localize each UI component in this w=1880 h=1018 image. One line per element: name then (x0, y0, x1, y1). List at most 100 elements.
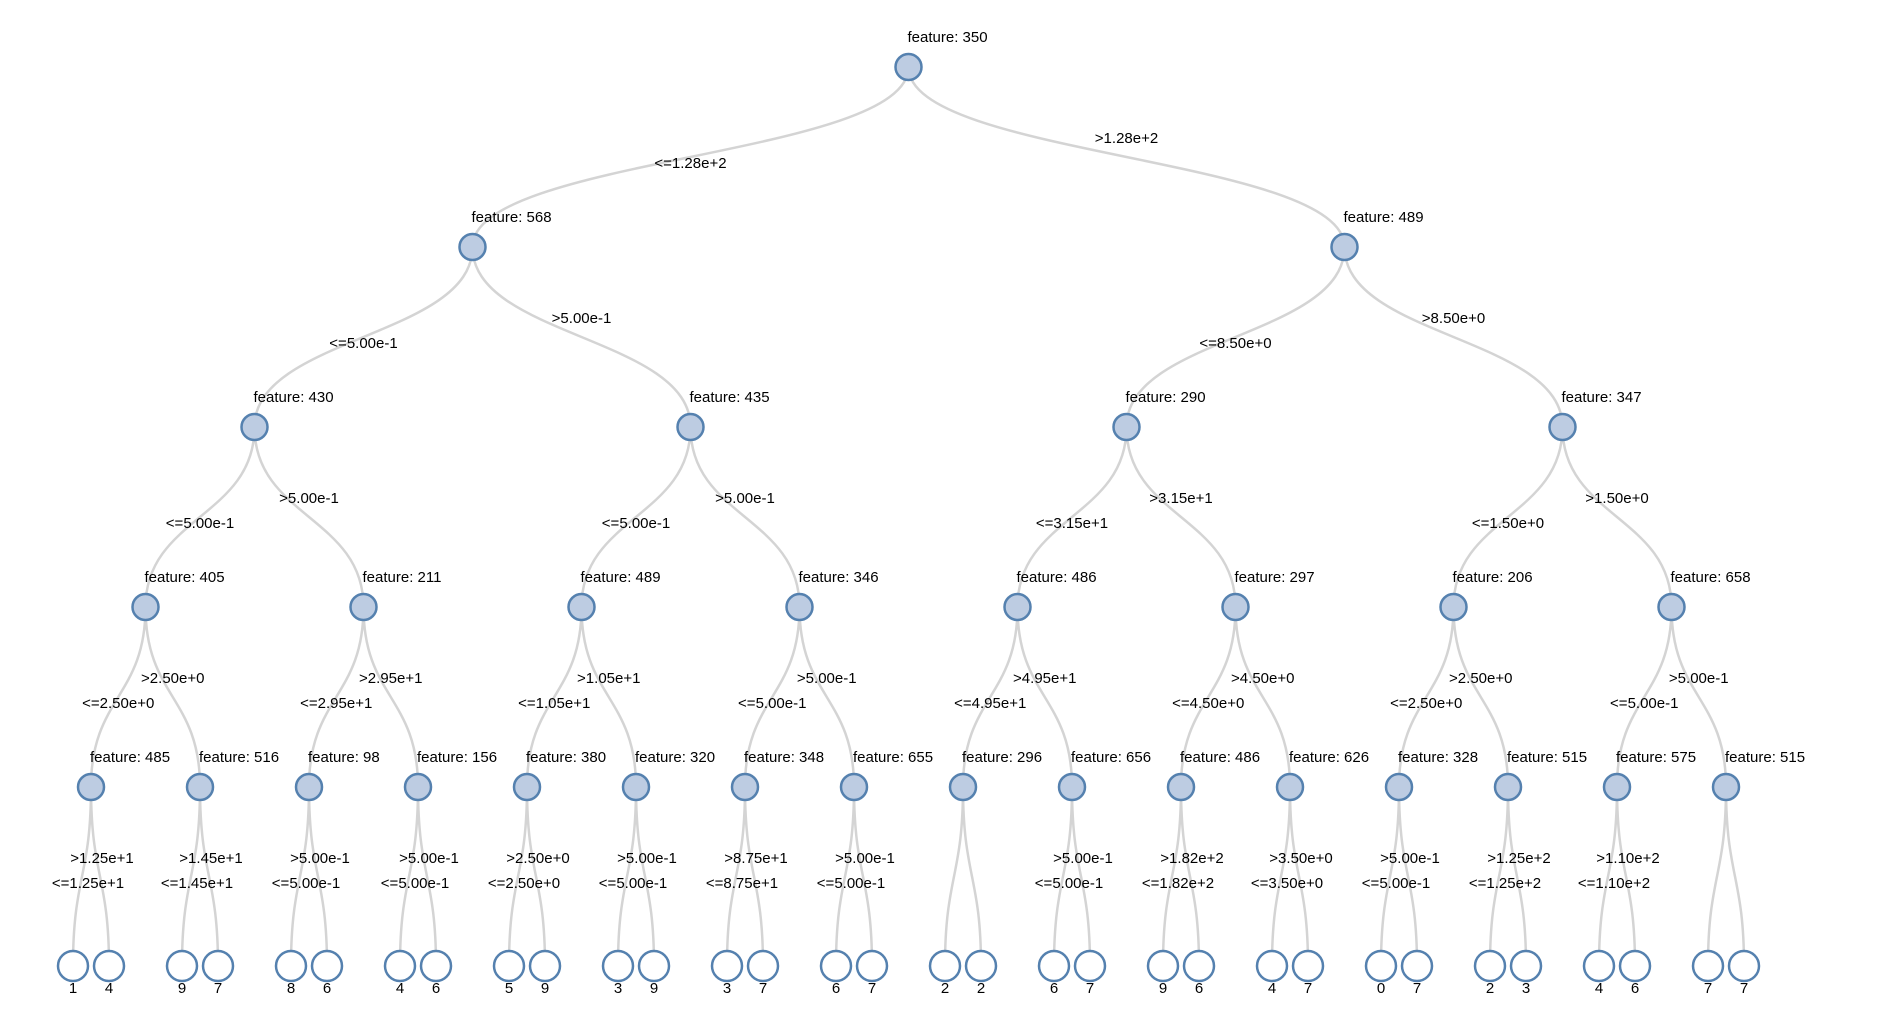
leaf-node[interactable] (419, 949, 453, 983)
leaf-class-label: 6 (1050, 980, 1058, 997)
leaf-node[interactable] (56, 949, 90, 983)
tree-node[interactable] (403, 772, 433, 802)
tree-node[interactable] (894, 52, 923, 82)
leaf-node[interactable] (1037, 949, 1071, 983)
leaf-node[interactable] (1182, 949, 1216, 983)
leaf-node[interactable] (1073, 949, 1107, 983)
leaf-node[interactable] (637, 949, 671, 983)
edge-threshold-label-le: <=5.00e-1 (817, 875, 885, 892)
leaf-node[interactable] (1473, 949, 1507, 983)
leaf-class-label: 7 (1304, 980, 1312, 997)
tree-edge (144, 426, 256, 608)
leaf-node[interactable] (383, 949, 417, 983)
tree-edge (961, 606, 1019, 788)
tree-node[interactable] (1711, 772, 1741, 802)
leaf-node[interactable] (1255, 949, 1289, 983)
tree-node[interactable] (621, 772, 651, 802)
edge-threshold-label-le: <=5.00e-1 (381, 875, 449, 892)
leaf-node[interactable] (1691, 949, 1725, 983)
tree-edge (471, 66, 910, 248)
tree-node[interactable] (131, 592, 160, 622)
leaf-class-label: 0 (1377, 980, 1385, 997)
leaf-node[interactable] (928, 949, 962, 983)
edge-threshold-label-le: <=5.00e-1 (1610, 695, 1678, 712)
tree-node[interactable] (1330, 232, 1359, 262)
tree-node[interactable] (1548, 412, 1577, 442)
tree-edge (198, 786, 220, 967)
tree-node[interactable] (1057, 772, 1087, 802)
tree-node[interactable] (1439, 592, 1468, 622)
leaf-class-label: 8 (287, 980, 295, 997)
tree-edge (1288, 786, 1310, 967)
leaf-class-label: 6 (832, 980, 840, 997)
leaf-node[interactable] (819, 949, 853, 983)
leaf-node[interactable] (1509, 949, 1543, 983)
tree-node[interactable] (349, 592, 378, 622)
tree-node[interactable] (1493, 772, 1523, 802)
leaf-node[interactable] (1364, 949, 1398, 983)
leaf-node[interactable] (1618, 949, 1652, 983)
leaf-node[interactable] (92, 949, 126, 983)
tree-node[interactable] (785, 592, 814, 622)
leaf-class-label: 3 (614, 980, 622, 997)
edge-threshold-label-gt: >2.50e+0 (506, 850, 569, 867)
leaf-node[interactable] (1727, 949, 1761, 983)
leaf-node[interactable] (310, 949, 344, 983)
node-feature-label: feature: 211 (363, 569, 442, 586)
tree-node[interactable] (1384, 772, 1414, 802)
edge-threshold-label-le: <=2.50e+0 (488, 875, 560, 892)
tree-node[interactable] (512, 772, 542, 802)
tree-node[interactable] (1657, 592, 1686, 622)
node-feature-label: feature: 347 (1562, 389, 1642, 406)
edge-threshold-label-gt: >5.00e-1 (279, 490, 339, 507)
tree-node[interactable] (1166, 772, 1196, 802)
node-feature-label: feature: 348 (744, 749, 824, 766)
tree-edge (634, 786, 656, 967)
leaf-node[interactable] (1291, 949, 1325, 983)
leaf-node[interactable] (601, 949, 635, 983)
tree-node[interactable] (76, 772, 106, 802)
leaf-node[interactable] (528, 949, 562, 983)
tree-node[interactable] (185, 772, 215, 802)
node-feature-label: feature: 568 (472, 209, 552, 226)
leaf-node[interactable] (746, 949, 780, 983)
node-feature-label: feature: 290 (1126, 389, 1206, 406)
tree-node[interactable] (839, 772, 869, 802)
edge-threshold-label-le: <=1.05e+1 (518, 695, 590, 712)
leaf-node[interactable] (492, 949, 526, 983)
tree-edge (1270, 786, 1292, 967)
leaf-node[interactable] (165, 949, 199, 983)
leaf-node[interactable] (1400, 949, 1434, 983)
tree-edge (289, 786, 311, 967)
tree-node[interactable] (1275, 772, 1305, 802)
leaf-class-label: 4 (396, 980, 404, 997)
edge-threshold-label-le: <=5.00e-1 (1035, 875, 1103, 892)
tree-node[interactable] (1602, 772, 1632, 802)
leaf-node[interactable] (1146, 949, 1180, 983)
tree-edge (1343, 246, 1564, 428)
tree-node[interactable] (567, 592, 596, 622)
leaf-node[interactable] (274, 949, 308, 983)
leaf-node[interactable] (964, 949, 998, 983)
tree-node[interactable] (1221, 592, 1250, 622)
edge-threshold-label-le: <=1.50e+0 (1472, 515, 1544, 532)
tree-edge (1452, 426, 1564, 608)
tree-node[interactable] (458, 232, 487, 262)
tree-node[interactable] (1112, 412, 1141, 442)
leaf-class-label: 7 (759, 980, 767, 997)
tree-node[interactable] (948, 772, 978, 802)
tree-node[interactable] (294, 772, 324, 802)
edge-threshold-label-gt: >2.95e+1 (359, 670, 422, 687)
leaf-class-label: 7 (1740, 980, 1748, 997)
tree-node[interactable] (240, 412, 269, 442)
tree-edge (307, 786, 329, 967)
tree-edge (89, 606, 147, 788)
tree-node[interactable] (1003, 592, 1032, 622)
leaf-node[interactable] (201, 949, 235, 983)
tree-node[interactable] (730, 772, 760, 802)
tree-node[interactable] (676, 412, 705, 442)
leaf-node[interactable] (855, 949, 889, 983)
edge-threshold-label-le: <=5.00e-1 (738, 695, 806, 712)
leaf-node[interactable] (1582, 949, 1616, 983)
leaf-node[interactable] (710, 949, 744, 983)
